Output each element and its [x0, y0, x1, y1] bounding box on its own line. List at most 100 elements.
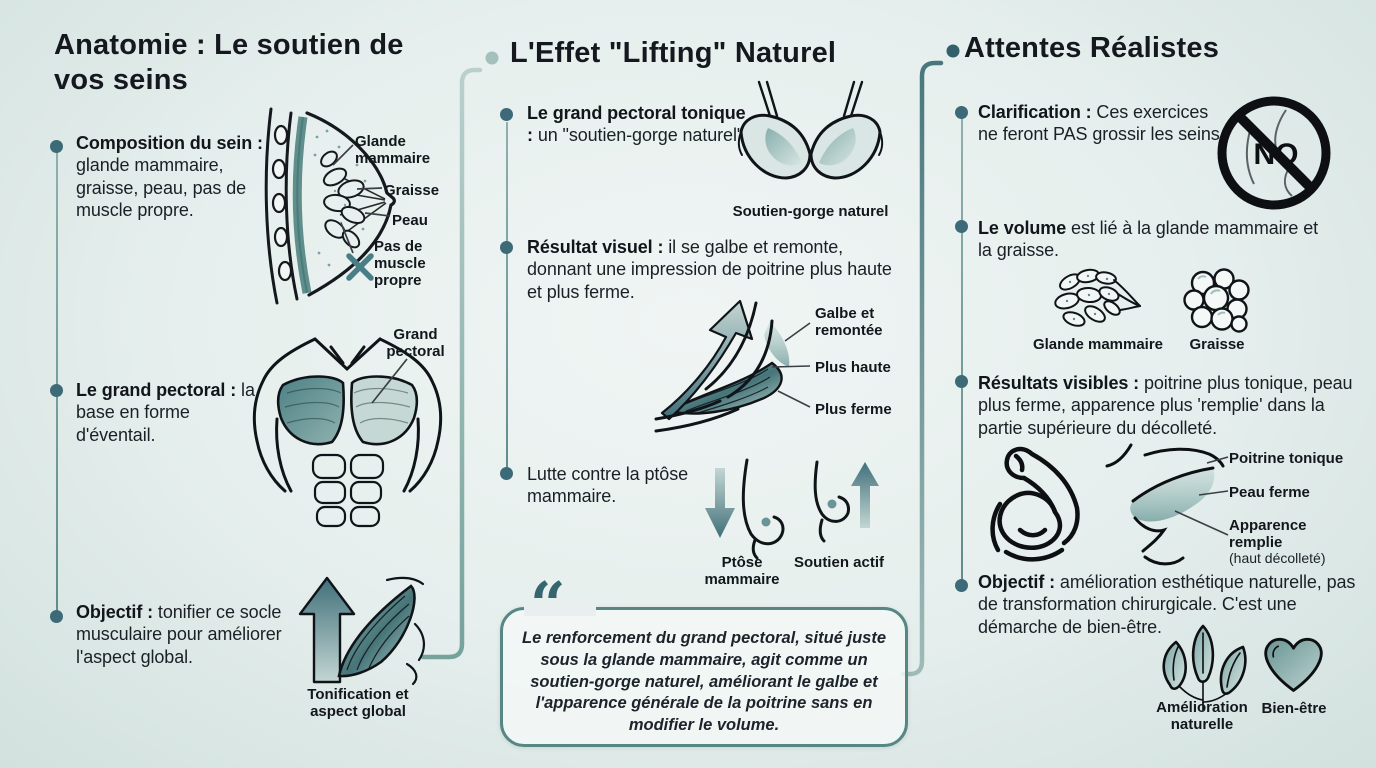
label-peau: Peau	[392, 212, 428, 229]
quote-box	[500, 607, 908, 747]
bullet-bold: Clarification :	[978, 102, 1092, 122]
fat-cells-icon	[1183, 268, 1250, 333]
label-plus-haute: Plus haute	[815, 359, 891, 376]
label-grand-pectoral: Grand pectoral	[386, 326, 445, 361]
col2-bullet-resultat-visuel: Résultat visuel : il se galbe et remonte…	[527, 236, 902, 303]
col3-timeline	[961, 116, 963, 584]
curved-up-arrow	[660, 299, 754, 421]
label-poitrine-tonique: Poitrine tonique	[1229, 450, 1344, 467]
label-apparence-remplie: Apparence remplie	[1229, 517, 1307, 552]
col1-bullet-dot-2	[50, 384, 63, 397]
bullet-bold: Le grand pectoral :	[76, 380, 237, 400]
col3-bullet-dot-2	[955, 220, 968, 233]
col3-bullet-clarification: Clarification : Ces exercices ne feront …	[978, 101, 1226, 146]
no-muscle-x-icon	[346, 253, 374, 281]
left-pectoral	[276, 375, 345, 446]
down-arrow-icon	[705, 468, 735, 538]
breast-cross-section-illustration	[264, 107, 396, 305]
col3-bullet-dot-4	[955, 579, 968, 592]
bullet-rest: il se galbe et remonte, donnant une impr…	[527, 237, 892, 302]
caption-bien-etre: Bien-être	[1261, 700, 1327, 717]
col1-bullet-grand-pectoral: Le grand pectoral : la base en forme d'é…	[76, 379, 258, 446]
label-peau-ferme: Peau ferme	[1229, 484, 1310, 501]
abs-grid	[311, 453, 385, 528]
col3-bullet-dot-1	[955, 106, 968, 119]
caption-tonification: Tonification et aspect global	[307, 686, 409, 721]
col2-bullet-dot-1	[500, 108, 513, 121]
label-galbe-remontee: Galbe et remontée	[815, 305, 883, 340]
bullet-rest: tonifier ce socle musculaire pour amélio…	[76, 602, 282, 667]
col1-bullet-dot-3	[50, 610, 63, 623]
bullet-rest: Ces exercices ne feront PAS grossir les …	[978, 102, 1225, 145]
mammary-lobules	[320, 150, 366, 249]
leader-line	[371, 358, 408, 404]
leader-lines	[771, 322, 811, 408]
label-glande-mammaire: Glande mammaire	[355, 133, 431, 168]
bullet-rest: est lié à la glande mammaire et la grais…	[978, 218, 1319, 261]
up-arrow-icon	[851, 462, 879, 528]
bullet-bold: Résultat visuel :	[527, 237, 664, 257]
col2-bullet-dot-3	[500, 467, 513, 480]
bullet-bold: Objectif :	[76, 602, 154, 622]
tonification-illustration	[298, 576, 425, 686]
bullet-rest: Lutte contre la ptôse mammaire.	[527, 464, 689, 507]
col2-bullet-pectoral-tonique: Le grand pectoral tonique : un "soutien-…	[527, 102, 755, 147]
connector-col2-to-col3	[900, 44, 960, 677]
bullet-bold: Objectif :	[978, 572, 1056, 592]
col3-bullet-volume: Le volume est lié à la glande mammaire e…	[978, 217, 1323, 262]
decollete-illustration	[1105, 443, 1229, 566]
connector-col1-to-col2	[420, 51, 499, 660]
wellbeing-heart-icon	[1264, 637, 1323, 692]
ptosis-breast-profile	[741, 458, 785, 560]
bullet-bold: Le grand pectoral tonique :	[527, 103, 746, 146]
caption-glande-mammaire: Glande mammaire	[1032, 336, 1164, 353]
natural-leaves-icon	[1162, 624, 1247, 711]
col1-bullet-dot-1	[50, 140, 63, 153]
col1-bullet-objectif: Objectif : tonifier ce socle musculaire …	[76, 601, 284, 668]
label-plus-ferme: Plus ferme	[815, 401, 892, 418]
no-text: NO	[1254, 138, 1299, 171]
quote-icon: “	[530, 568, 566, 641]
col2-title: L'Effet "Lifting" Naturel	[510, 37, 837, 69]
right-pectoral	[350, 375, 419, 446]
caption-amelioration-naturelle: Amélioration naturelle	[1156, 699, 1248, 734]
nipple-dot	[761, 517, 771, 527]
mammary-gland-icon	[1054, 268, 1141, 327]
no-prohibition-icon: NO	[1217, 96, 1331, 210]
bullet-rest: glande mammaire, graisse, peau, pas de m…	[76, 155, 247, 220]
quote-text: Le renforcement du grand pectoral, situé…	[522, 629, 886, 735]
bullet-rest: un "soutien-gorge naturel".	[537, 125, 749, 146]
bicep-flex-icon	[990, 446, 1080, 562]
col3-title: Attentes Réalistes	[964, 32, 1220, 64]
breast-outline	[305, 111, 396, 297]
col1-bullet-composition: Composition du sein : glande mammaire, g…	[76, 132, 274, 221]
bullet-rest: poitrine plus tonique, peau plus ferme, …	[978, 373, 1353, 438]
firm-skin-wedge	[1130, 468, 1215, 522]
col2-bullet-ptose: Lutte contre la ptôse mammaire.	[527, 463, 745, 508]
label-haut-decollete: (haut décolleté)	[1229, 550, 1326, 566]
muscle-spindle	[337, 584, 416, 678]
label-graisse: Graisse	[384, 182, 440, 199]
caption-graisse: Graisse	[1189, 336, 1245, 353]
col3-bullet-dot-3	[955, 375, 968, 388]
col3-bullet-resultats: Résultats visibles : poitrine plus toniq…	[978, 372, 1366, 439]
col1-title: Anatomie : Le soutien de vos seins	[54, 29, 404, 96]
col2-timeline	[506, 122, 508, 472]
fat-dots	[313, 129, 367, 267]
nipple-dot	[827, 499, 837, 509]
ptosis-support-illustration	[705, 458, 879, 560]
label-pas-de-muscle: Pas de muscle propre	[374, 238, 426, 290]
leader-lines	[1174, 456, 1229, 536]
col1-timeline	[56, 150, 58, 616]
col3-bullet-objectif: Objectif : amélioration esthétique natur…	[978, 571, 1370, 638]
lift-effect-illustration	[654, 299, 811, 433]
torso-pectoral-illustration	[252, 337, 443, 528]
caption-soutien-gorge: Soutien-gorge naturel	[732, 203, 889, 220]
bullet-bold: Composition du sein :	[76, 133, 263, 153]
breast-profile-hint	[385, 576, 425, 686]
bullet-bold: Le volume	[978, 218, 1067, 238]
caption-soutien-actif: Soutien actif	[793, 554, 884, 571]
bullet-rest: la base en forme d'éventail.	[76, 380, 255, 445]
supported-breast-profile	[813, 460, 850, 543]
bullet-rest: amélioration esthétique naturelle, pas d…	[978, 572, 1356, 637]
